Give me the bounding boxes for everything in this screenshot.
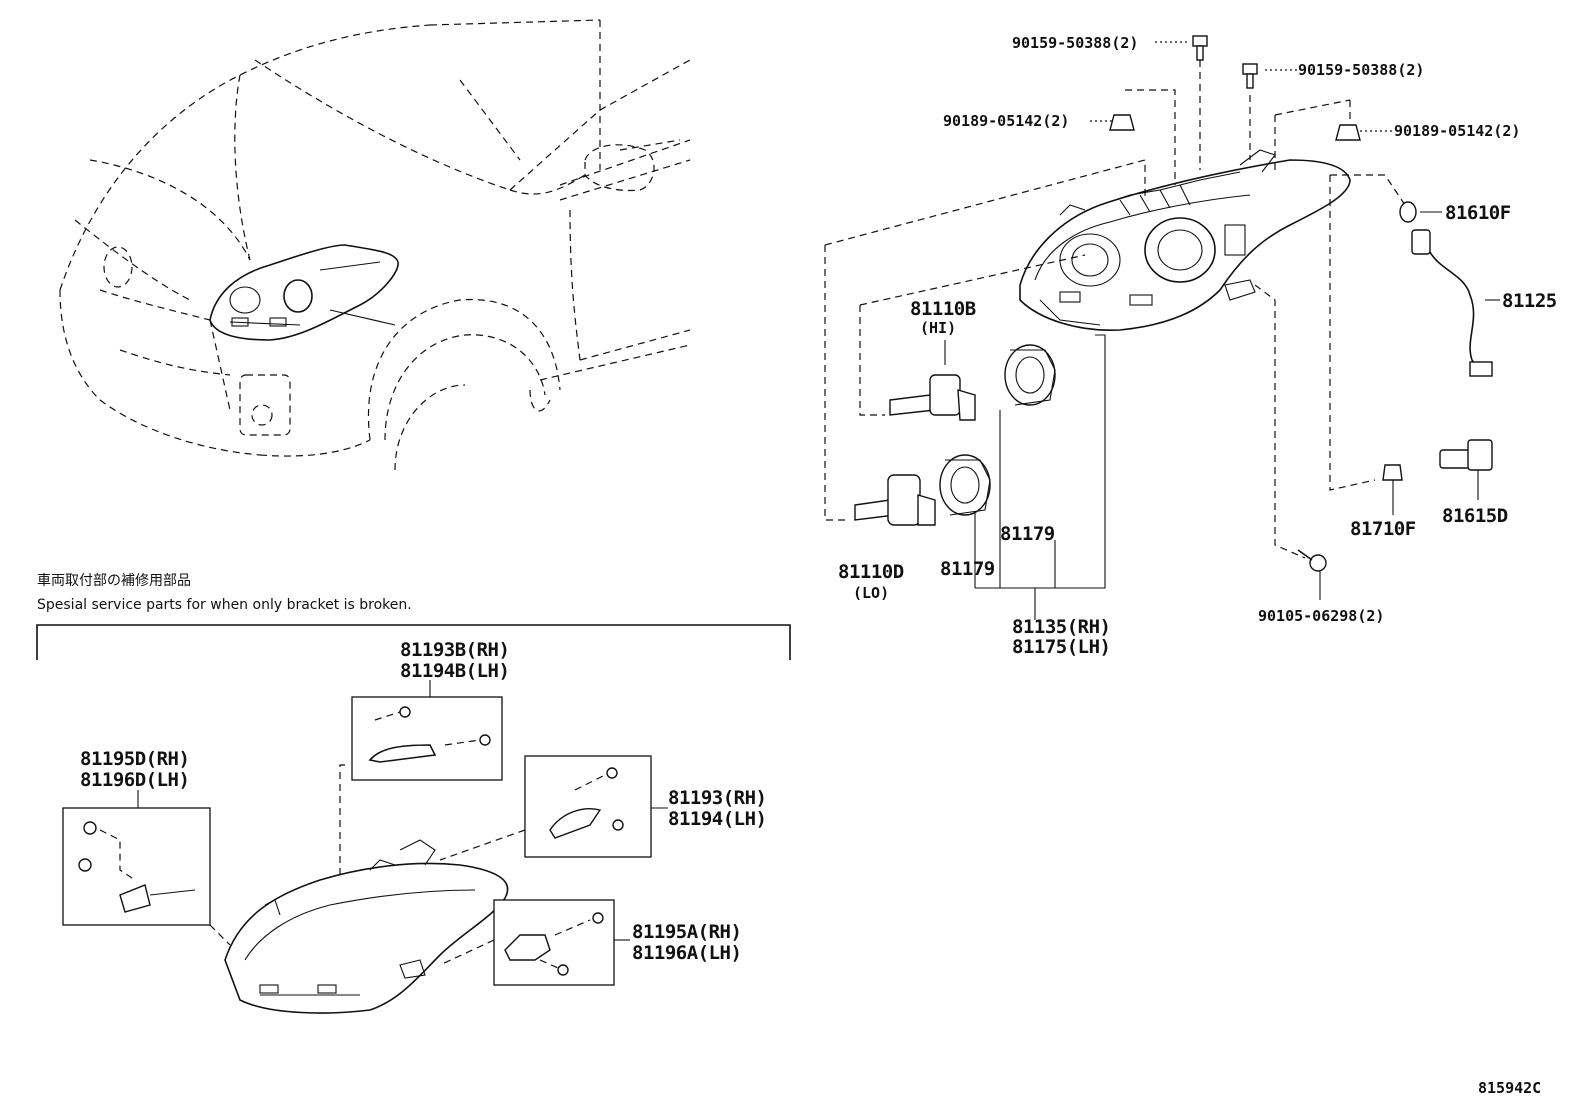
label-90105-06298: 90105-06298(2): [1258, 607, 1384, 625]
label-81135-rh: 81135(RH): [1012, 616, 1110, 638]
bracket-box-81193: [524, 755, 652, 858]
bracket-box-81193B: [351, 696, 503, 781]
bolt-icon: [1192, 35, 1208, 61]
part-labels: 90159-50388(2) 90159-50388(2) 90189-0514…: [37, 34, 1557, 1097]
nut-icon: [1335, 124, 1361, 141]
note-english: Spesial service parts for when only brac…: [37, 597, 412, 613]
car-front-illustration: [59, 19, 691, 471]
label-90159-50388-top: 90159-50388(2): [1012, 34, 1138, 52]
bracket-part-icon: [368, 706, 491, 763]
label-81110B-sub: (HI): [920, 319, 956, 337]
label-81175-lh: 81175(LH): [1012, 636, 1110, 658]
bracket-part-icon: [549, 767, 624, 839]
label-81179-upper: 81179: [1000, 523, 1055, 545]
label-81194B-lh: 81194B(LH): [400, 660, 509, 682]
screw-icon: [1297, 549, 1327, 572]
label-90189-05142-left: 90189-05142(2): [943, 112, 1069, 130]
diagram-id: 815942C: [1478, 1079, 1541, 1097]
headlamp-leaders: [824, 41, 1500, 620]
label-90189-05142-right: 90189-05142(2): [1394, 122, 1520, 140]
label-81110D-sub: (LO): [853, 584, 889, 602]
label-81179-lower: 81179: [940, 558, 995, 580]
label-81196A-lh: 81196A(LH): [632, 942, 741, 964]
fasteners-top: [1109, 35, 1361, 572]
label-81710F: 81710F: [1350, 518, 1416, 540]
bulb-cover-icon: [939, 454, 991, 516]
label-90159-50388-right: 90159-50388(2): [1298, 61, 1424, 79]
small-bulb-icon: [1382, 464, 1403, 481]
bracket-part-icon: [504, 912, 604, 976]
nut-icon: [1109, 114, 1135, 131]
label-81110D: 81110D: [838, 561, 904, 583]
bracket-part-icon: [78, 821, 196, 913]
label-81193-rh: 81193(RH): [668, 787, 766, 809]
lo-bulb-icon: [854, 474, 936, 526]
socket-wire-icon: [1411, 229, 1493, 377]
label-81195D-rh: 81195D(RH): [80, 748, 189, 770]
label-81110B: 81110B: [910, 298, 976, 320]
label-81125: 81125: [1502, 290, 1557, 312]
hi-bulb-icon: [889, 374, 976, 421]
label-81195A-rh: 81195A(RH): [632, 921, 741, 943]
bulb-cover-icon: [1004, 344, 1056, 406]
small-bulb-icon: [1399, 201, 1417, 223]
socket-icon: [1439, 439, 1493, 471]
bracket-section: [36, 624, 791, 1014]
bulbs-and-covers: [854, 201, 1493, 526]
label-81196D-lh: 81196D(LH): [80, 769, 189, 791]
label-81194-lh: 81194(LH): [668, 808, 766, 830]
bolt-icon: [1242, 63, 1258, 89]
label-81610F: 81610F: [1445, 202, 1511, 224]
label-81615D: 81615D: [1442, 505, 1508, 527]
headlamp-assembly: [1019, 149, 1351, 332]
label-81193B-rh: 81193B(RH): [400, 639, 509, 661]
note-japanese: 車両取付部の補修用部品: [37, 572, 191, 589]
